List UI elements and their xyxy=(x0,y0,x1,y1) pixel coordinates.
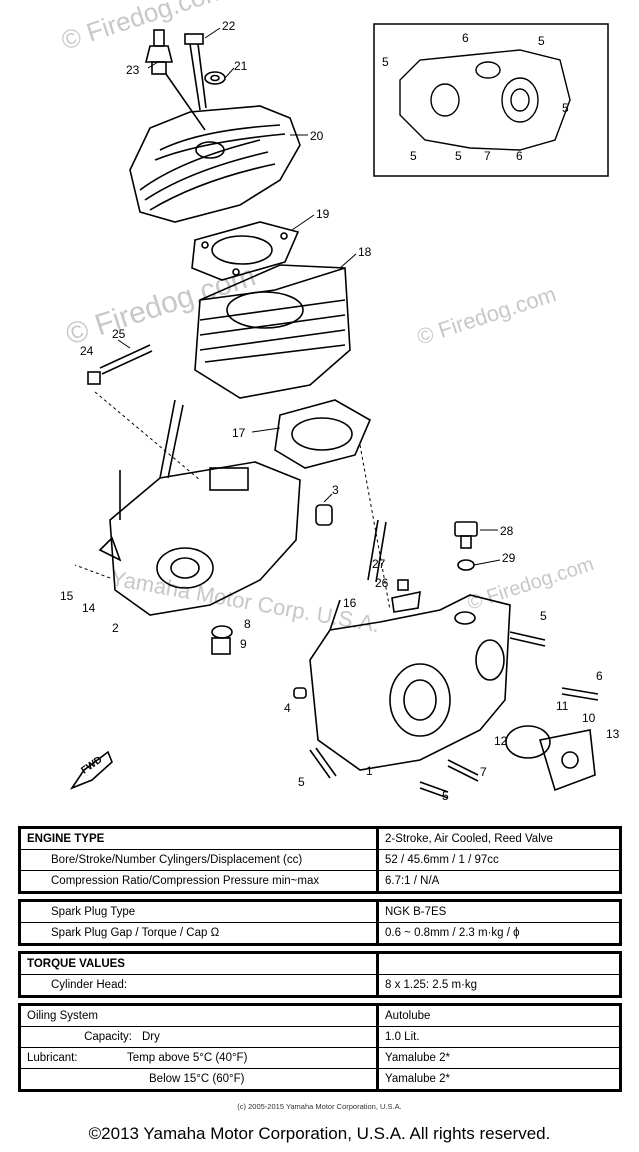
small-copyright: (c) 2005-2015 Yamaha Motor Corporation, … xyxy=(237,1102,402,1111)
lubricant-below-label: Below 15°C (60°F) xyxy=(21,1069,379,1089)
callout: 13 xyxy=(606,727,620,741)
watermarks: © Firedog.com © Firedog.com © Firedog.co… xyxy=(58,0,597,637)
callout: 29 xyxy=(502,551,516,565)
cylinder-part xyxy=(194,264,351,399)
spark-plug-part xyxy=(144,29,206,131)
capacity-label-text: Capacity: xyxy=(84,1031,132,1043)
inset-detail: 6 5 5 5 5 5 7 6 xyxy=(373,23,609,177)
watermark: © Firedog.com xyxy=(465,553,597,615)
callout: 19 xyxy=(316,207,330,221)
compression-value: 6.7:1 / N/A xyxy=(385,875,440,887)
head-gasket-part xyxy=(191,221,300,281)
inset-callout: 5 xyxy=(382,55,389,69)
callout: 11 xyxy=(556,699,569,713)
callout: 22 xyxy=(222,19,236,33)
inset-callout: 5 xyxy=(455,149,462,163)
part-outlines xyxy=(69,29,599,799)
spark-plug-label: Spark Plug Type xyxy=(21,902,379,922)
spark-gap-value: 0.6 ~ 0.8mm / 2.3 m·kg / ϕ xyxy=(385,927,520,939)
callout: 1 xyxy=(366,764,373,778)
engine-type-label: ENGINE TYPE xyxy=(21,829,379,849)
callout: 21 xyxy=(234,59,248,73)
torque-values-value xyxy=(379,954,619,974)
lubricant-above-value: Yamalube 2* xyxy=(385,1052,450,1064)
callout: 20 xyxy=(310,129,324,143)
lubricant-above-text: Temp above 5°C (40°F) xyxy=(127,1052,248,1064)
callout: 9 xyxy=(240,637,247,651)
callout: 12 xyxy=(494,734,508,748)
callout: 28 xyxy=(500,524,514,538)
engine-group: ENGINE TYPE 2-Stroke, Air Cooled, Reed V… xyxy=(18,826,622,894)
bore-label: Bore/Stroke/Number Cylingers/Displacemen… xyxy=(21,850,379,870)
right-crankcase-part xyxy=(309,594,511,771)
lubricant-below-value: Yamalube 2* xyxy=(385,1073,450,1085)
callout: 18 xyxy=(358,245,372,259)
cylinder-head-label: Cylinder Head: xyxy=(21,975,379,995)
inset-callout: 5 xyxy=(562,101,569,115)
callout: 2 xyxy=(112,621,119,635)
inset-callout: 5 xyxy=(538,34,545,48)
inset-callout: 7 xyxy=(484,149,491,163)
callout: 25 xyxy=(112,327,126,341)
base-gasket-part xyxy=(274,399,372,469)
engine-type-value: 2-Stroke, Air Cooled, Reed Valve xyxy=(385,833,553,845)
oil-group: Oiling System Autolube Capacity: Dry 1.0… xyxy=(18,1003,622,1092)
callout: 14 xyxy=(82,601,96,615)
lubricant-label-text: Lubricant: xyxy=(27,1052,78,1064)
spec-table: ENGINE TYPE 2-Stroke, Air Cooled, Reed V… xyxy=(18,826,622,1097)
spark-plug-value: NGK B-7ES xyxy=(385,906,447,918)
callout: 8 xyxy=(244,617,251,631)
spark-group: Spark Plug Type NGK B-7ES Spark Plug Gap… xyxy=(18,899,622,946)
callout: 4 xyxy=(284,701,291,715)
callout: 6 xyxy=(596,669,603,683)
bolt-22-part xyxy=(184,33,207,111)
callout: 24 xyxy=(80,344,94,358)
inset-callout: 6 xyxy=(462,31,469,45)
callout: 5 xyxy=(540,609,547,623)
callout: 3 xyxy=(332,483,339,497)
callout-numbers: 22 21 23 20 19 18 25 24 17 3 28 29 27 26… xyxy=(60,19,620,803)
torque-group: TORQUE VALUES Cylinder Head: 8 x 1.25: 2… xyxy=(18,951,622,998)
watermark: © Firedog.com xyxy=(414,281,559,349)
callout: 5 xyxy=(442,789,449,803)
torque-values-label: TORQUE VALUES xyxy=(21,954,379,974)
cylinder-head-part xyxy=(129,105,301,223)
watermark: © Firedog.com xyxy=(62,259,260,351)
oiling-system-label: Oiling System xyxy=(21,1006,379,1026)
callout: 16 xyxy=(343,596,357,610)
compression-label: Compression Ratio/Compression Pressure m… xyxy=(21,871,379,891)
capacity-label: Capacity: Dry xyxy=(21,1027,379,1047)
callout: 5 xyxy=(298,775,305,789)
watermark: © Firedog.com xyxy=(58,0,230,56)
inset-callout: 5 xyxy=(410,149,417,163)
lubricant-above-label: Lubricant: Temp above 5°C (40°F) xyxy=(21,1048,379,1068)
callout: 23 xyxy=(126,63,140,77)
capacity-value: 1.0 Lit. xyxy=(385,1031,420,1043)
callout: 26 xyxy=(375,576,389,590)
leader-lines xyxy=(117,27,501,566)
callout: 15 xyxy=(60,589,74,603)
exploded-parts-diagram: © Firedog.com © Firedog.com © Firedog.co… xyxy=(58,0,620,803)
callout: 10 xyxy=(582,711,596,725)
capacity-dry-text: Dry xyxy=(142,1031,160,1043)
callout: 27 xyxy=(372,557,386,571)
left-crankcase-part xyxy=(98,399,301,616)
callout: 17 xyxy=(232,426,246,440)
cylinder-head-value: 8 x 1.25: 2.5 m·kg xyxy=(385,979,478,991)
bore-value: 52 / 45.6mm / 1 / 97cc xyxy=(385,854,499,866)
oiling-system-value: Autolube xyxy=(385,1010,431,1022)
inset-callout: 6 xyxy=(516,149,523,163)
callout: 7 xyxy=(480,765,487,779)
copyright-notice: ©2013 Yamaha Motor Corporation, U.S.A. A… xyxy=(88,1124,551,1143)
spark-gap-label: Spark Plug Gap / Torque / Cap Ω xyxy=(21,923,379,943)
